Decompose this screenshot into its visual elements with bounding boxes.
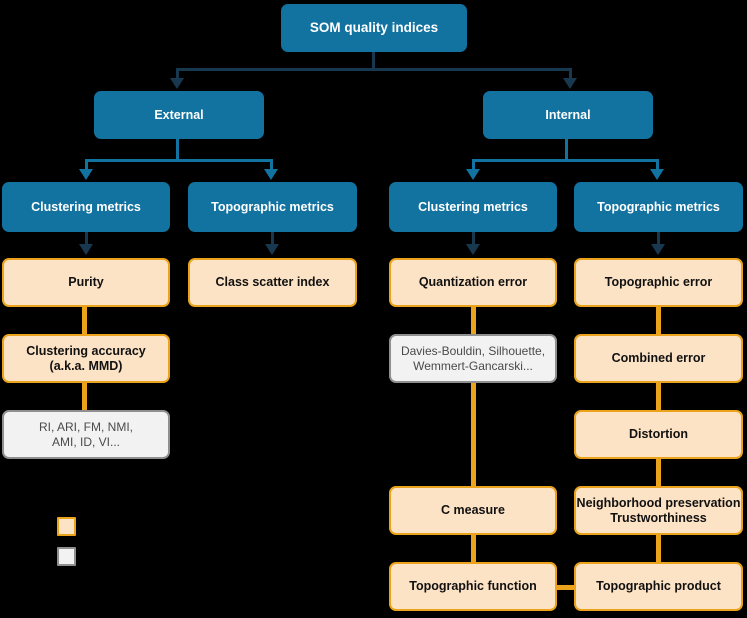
node-c-measure[interactable]: C measure — [389, 486, 557, 535]
connector-neighborhood-to-topographic-product — [656, 535, 661, 563]
connector-combined-error-to-distortion — [656, 382, 661, 410]
node-label-line2: Wemmert-Gancarski... — [413, 358, 533, 373]
node-internal[interactable]: Internal — [483, 91, 653, 139]
node-label: Topographic error — [604, 275, 713, 290]
node-label: Clustering metrics — [31, 199, 141, 214]
node-label: SOM quality indices — [309, 20, 439, 36]
connector-external-stem — [176, 139, 179, 161]
connector-external-bus — [85, 159, 273, 162]
connector-topographic-error-to-combined-error — [656, 306, 661, 334]
connector-exttopo-to-class-scatter — [271, 232, 274, 248]
node-class-scatter-index[interactable]: Class scatter index — [188, 258, 357, 307]
connector-internal-stem — [565, 139, 568, 161]
node-label: Topographic product — [596, 579, 721, 594]
connector-external-right-drop — [270, 159, 273, 173]
arrowhead-external-clustering — [79, 169, 93, 180]
connector-root-to-internal-drop — [569, 68, 572, 82]
node-external-topographic-metrics[interactable]: Topographic metrics — [188, 182, 357, 232]
connector-clustering-accuracy-to-others — [82, 382, 87, 410]
arrowhead-class-scatter-index — [265, 244, 279, 255]
node-neighborhood-preservation-trustworthiness[interactable]: Neighborhood preservation Trustworthines… — [574, 486, 743, 535]
node-label-line2: (a.k.a. MMD) — [49, 358, 123, 373]
node-label: Topographic metrics — [597, 199, 720, 214]
node-purity[interactable]: Purity — [2, 258, 170, 307]
arrowhead-internal-clustering — [466, 169, 480, 180]
node-quantization-error[interactable]: Quantization error — [389, 258, 557, 307]
connector-extclust-to-purity — [85, 232, 88, 248]
node-label: Purity — [68, 275, 104, 290]
connector-quantization-to-others — [471, 306, 476, 334]
connector-inttopo-to-topographic-error — [657, 232, 660, 248]
node-label: Combined error — [611, 351, 706, 366]
node-label-line1: RI, ARI, FM, NMI, — [38, 420, 133, 435]
node-internal-topographic-metrics[interactable]: Topographic metrics — [574, 182, 743, 232]
node-som-quality-indices[interactable]: SOM quality indices — [281, 4, 467, 52]
node-label: Topographic metrics — [211, 199, 334, 214]
connector-c-measure-to-topographic-function — [471, 535, 476, 563]
legend-metric-swatch — [57, 517, 76, 536]
node-topographic-function[interactable]: Topographic function — [389, 562, 557, 611]
node-topographic-error[interactable]: Topographic error — [574, 258, 743, 307]
node-label-line1: Neighborhood preservation — [576, 495, 741, 510]
node-label: External — [154, 107, 204, 122]
node-label: Class scatter index — [215, 275, 330, 290]
node-label: Distortion — [628, 427, 689, 442]
node-internal-clustering-others[interactable]: Davies-Bouldin, Silhouette, Wemmert-Ganc… — [389, 334, 557, 383]
arrowhead-purity — [79, 244, 93, 255]
node-label-line2: Trustworthiness — [610, 510, 707, 525]
connector-internal-left-drop — [472, 159, 475, 173]
arrowhead-quantization-error — [466, 244, 480, 255]
node-label: C measure — [441, 503, 505, 518]
arrowhead-internal — [563, 78, 577, 89]
arrowhead-external — [170, 78, 184, 89]
connector-internal-bus — [472, 159, 659, 162]
node-internal-clustering-metrics[interactable]: Clustering metrics — [389, 182, 557, 232]
connector-purity-to-clustering-accuracy — [82, 306, 87, 334]
legend-other-swatch — [57, 547, 76, 566]
connector-root-to-external-drop — [176, 68, 179, 82]
node-distortion[interactable]: Distortion — [574, 410, 743, 459]
connector-external-left-drop — [85, 159, 88, 173]
node-external-clustering-others[interactable]: RI, ARI, FM, NMI, AMI, ID, VI... — [2, 410, 170, 459]
connector-topographic-function-to-product — [556, 585, 580, 590]
node-label: Clustering metrics — [418, 199, 528, 214]
node-topographic-product[interactable]: Topographic product — [574, 562, 743, 611]
node-label-line1: Clustering accuracy — [26, 343, 146, 358]
node-external-clustering-metrics[interactable]: Clustering metrics — [2, 182, 170, 232]
node-clustering-accuracy[interactable]: Clustering accuracy (a.k.a. MMD) — [2, 334, 170, 383]
node-label: Topographic function — [409, 579, 537, 594]
connector-intclust-to-quantization — [472, 232, 475, 248]
node-label: Internal — [545, 107, 591, 122]
legend — [57, 517, 97, 567]
arrowhead-external-topographic — [264, 169, 278, 180]
node-label-line1: Davies-Bouldin, Silhouette, — [400, 344, 546, 359]
connector-root-stem — [372, 52, 375, 70]
connector-root-bus — [176, 68, 572, 71]
node-combined-error[interactable]: Combined error — [574, 334, 743, 383]
connector-internal-others-to-c-measure — [471, 382, 476, 486]
node-label-line2: AMI, ID, VI... — [51, 434, 120, 449]
connector-distortion-to-neighborhood — [656, 458, 661, 486]
arrowhead-internal-topographic — [650, 169, 664, 180]
node-label: Quantization error — [418, 275, 528, 290]
arrowhead-topographic-error — [651, 244, 665, 255]
connector-internal-right-drop — [656, 159, 659, 173]
node-external[interactable]: External — [94, 91, 264, 139]
